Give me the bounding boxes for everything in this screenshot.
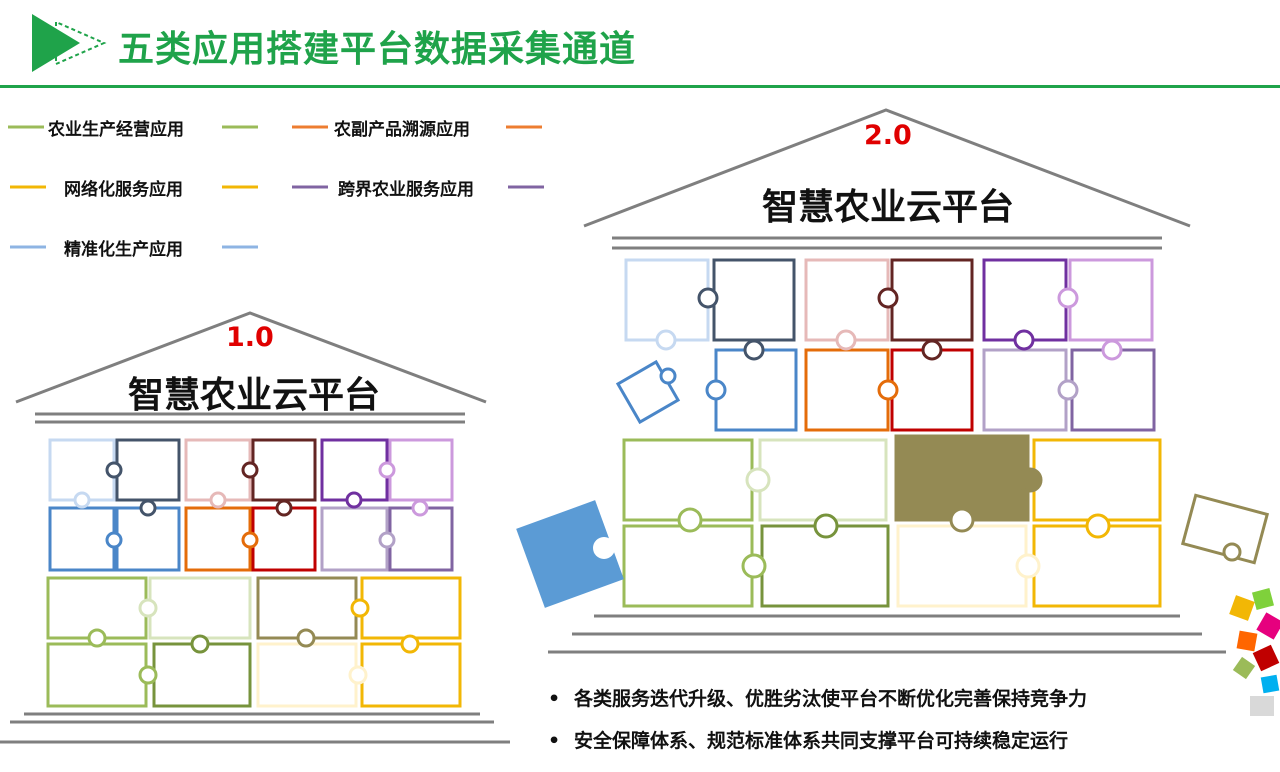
bullet-text-2: 安全保障体系、规范标准体系共同支撑平台可持续稳定运行 — [574, 730, 1069, 752]
bullet-dot-icon: • — [548, 730, 561, 752]
legend-item-crossover-service: 跨界农业服务应用 — [338, 180, 474, 200]
play-arrow-icon — [32, 14, 107, 72]
bullet-dot-icon: • — [548, 688, 561, 710]
platform-v1-version: 1.0 — [226, 322, 274, 353]
title-divider — [0, 85, 1280, 88]
platform-v2-name: 智慧农业云平台 — [762, 187, 1015, 228]
legend-item-production: 农业生产经营应用 — [48, 120, 184, 140]
legend-item-network-service: 网络化服务应用 — [64, 180, 183, 200]
bullet-text-1: 各类服务迭代升级、优胜劣汰使平台不断优化完善保持竞争力 — [574, 688, 1088, 710]
platform-v2-roof — [583, 108, 1191, 250]
platform-v1-name: 智慧农业云平台 — [128, 375, 381, 416]
legend-item-precision-production: 精准化生产应用 — [64, 240, 183, 260]
colorful-puzzle-cluster-icon — [1229, 587, 1280, 716]
bullet-item-1: • 各类服务迭代升级、优胜劣汰使平台不断优化完善保持竞争力 — [548, 684, 1087, 711]
platform-v1-roof — [15, 311, 487, 424]
platform-v1-puzzle-grid — [46, 438, 462, 708]
legend-item-traceability: 农副产品溯源应用 — [334, 120, 470, 140]
platform-v2-version: 2.0 — [864, 120, 912, 151]
loose-piece-olive-icon — [1180, 493, 1270, 565]
loose-piece-blue-icon — [516, 500, 624, 608]
platform-v2-puzzle-grid — [622, 258, 1162, 608]
page-title: 五类应用搭建平台数据采集通道 — [118, 29, 637, 70]
legend-lines — [8, 125, 544, 249]
platform-v2-base — [548, 614, 1226, 654]
loose-piece-light-blue-icon — [615, 359, 681, 425]
platform-v1-base — [0, 712, 510, 744]
bullet-item-2: • 安全保障体系、规范标准体系共同支撑平台可持续稳定运行 — [548, 726, 1068, 753]
